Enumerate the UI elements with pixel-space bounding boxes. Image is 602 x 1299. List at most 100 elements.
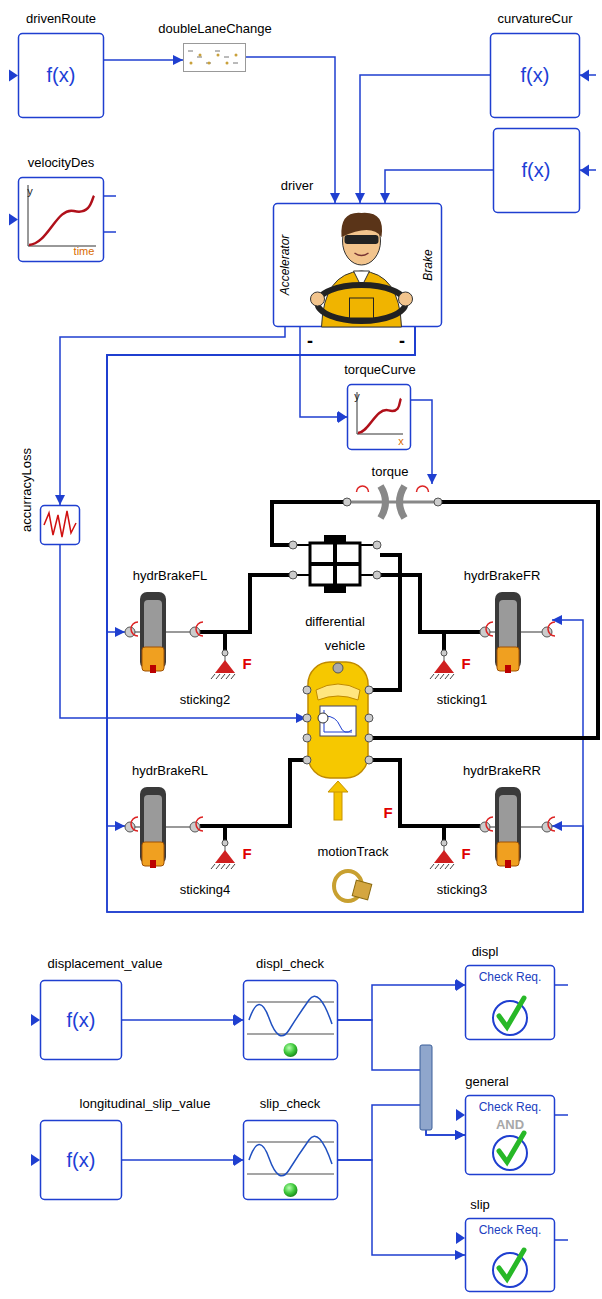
block-name: vehicle	[325, 639, 365, 653]
shaft-line	[370, 555, 400, 690]
signal-line	[338, 985, 465, 1020]
block-node: displ_check	[243, 980, 338, 1060]
shaft-line	[380, 575, 480, 632]
shaft-line	[444, 826, 480, 840]
port-sign: -	[307, 332, 313, 350]
block-name: motionTrack	[317, 845, 388, 859]
car-icon	[306, 660, 370, 780]
block-node: hydrBrakeRR	[480, 785, 552, 870]
shaft-line	[200, 760, 306, 826]
block-name: sticking1	[437, 693, 488, 707]
block-name: general	[465, 1075, 508, 1089]
signal-line	[104, 59, 183, 61]
signal-line	[107, 327, 415, 826]
force-label: F	[383, 805, 392, 820]
signal-line	[60, 545, 306, 718]
block-node: velocityDesytime	[18, 177, 104, 262]
check-icon	[243, 980, 338, 1060]
block-name: hydrBrakeFR	[464, 569, 541, 583]
block-name: hydrBrakeRR	[463, 764, 541, 778]
signal-line	[246, 57, 335, 203]
output-stub	[104, 231, 116, 233]
dlc-icon	[183, 43, 246, 72]
block-name: hydrBrakeRL	[132, 764, 208, 778]
block-node: hydrBrakeFR	[480, 590, 552, 675]
block-node: displacement_valuef(x)	[40, 980, 122, 1060]
signal-line	[300, 327, 347, 417]
signal-line	[122, 1159, 243, 1161]
signal-line	[338, 1105, 465, 1160]
signal-line	[107, 327, 415, 632]
block-name: displ_check	[256, 957, 324, 971]
output-stub	[555, 1114, 568, 1116]
signal-line	[338, 1160, 465, 1255]
block-node: torque	[345, 484, 440, 520]
brake-icon	[480, 590, 552, 675]
block-node: displCheck Req.	[465, 965, 555, 1040]
stick-icon	[213, 650, 237, 676]
acc-icon	[40, 505, 80, 545]
shaft-line	[200, 632, 225, 650]
signal-line	[122, 1019, 243, 1021]
brake-icon	[480, 785, 552, 870]
shaft-line	[200, 826, 225, 840]
force-label: F	[461, 656, 470, 673]
shaft-line	[272, 502, 345, 545]
signal-line	[60, 327, 285, 505]
brake-icon	[125, 590, 200, 675]
diff-icon	[290, 533, 380, 595]
block-text: AND	[496, 1118, 524, 1132]
block-node: doubleLaneChange	[183, 43, 246, 72]
block-name: differential	[305, 615, 365, 629]
function-text: f(x)	[521, 64, 550, 86]
block-node: hydrBrakeRL	[125, 785, 200, 870]
signal-line	[411, 400, 432, 484]
block-name: doubleLaneChange	[158, 22, 272, 36]
block-node: driverAcceleratorBrake	[273, 203, 442, 327]
function-text: f(x)	[522, 159, 551, 181]
torque-icon	[345, 484, 440, 520]
signal-line	[385, 170, 493, 203]
block-node: motionTrack	[330, 866, 376, 904]
block-name: displacement_value	[48, 957, 163, 971]
block-name: driver	[281, 179, 314, 193]
mux-bar	[420, 1045, 432, 1130]
block-node: vehicle	[306, 660, 370, 780]
block-name: sticking3	[437, 883, 488, 897]
block-name: drivenRoute	[26, 12, 96, 26]
signal-line	[107, 327, 583, 912]
block-node: slipCheck Req.	[465, 1218, 555, 1292]
block-node: accurracyLoss	[40, 505, 80, 545]
port-sign: -	[399, 332, 405, 350]
block-node: drivenRoutef(x)	[18, 33, 104, 118]
block-node: hydrBrakeFL	[125, 590, 200, 675]
shaft-line	[200, 575, 290, 632]
axis-label: y	[354, 390, 360, 402]
block-text: Check Req.	[479, 971, 542, 984]
block-name: hydrBrakeFL	[133, 569, 207, 583]
block-node: Fsticking3	[432, 840, 456, 866]
block-name: accurracyLoss	[20, 448, 34, 532]
shaft-line	[370, 502, 598, 738]
block-name: sticking2	[180, 693, 231, 707]
stick-icon	[432, 650, 456, 676]
port-label: Accelerator	[279, 235, 292, 296]
stick-icon	[432, 840, 456, 866]
signal-line	[338, 1020, 465, 1135]
block-node: Fsticking2	[213, 650, 237, 676]
axis-label: y	[27, 185, 33, 197]
brake-icon	[125, 785, 200, 870]
block-name: sticking4	[180, 883, 231, 897]
function-text: f(x)	[67, 1009, 96, 1031]
function-text: f(x)	[47, 64, 76, 86]
block-name: torque	[372, 465, 409, 479]
block-node: slip_check	[243, 1120, 338, 1200]
block-node: curvatureCurf(x)	[490, 33, 580, 118]
block-node: generalCheck Req.AND	[465, 1095, 555, 1175]
block-node: longitudinal_slip_valuef(x)	[40, 1120, 122, 1200]
block-name: torqueCurve	[344, 363, 416, 377]
block-node: Fsticking1	[432, 650, 456, 676]
signal-line	[360, 75, 490, 203]
block-name: curvatureCur	[497, 12, 572, 26]
block-text: Check Req.	[479, 1224, 542, 1237]
